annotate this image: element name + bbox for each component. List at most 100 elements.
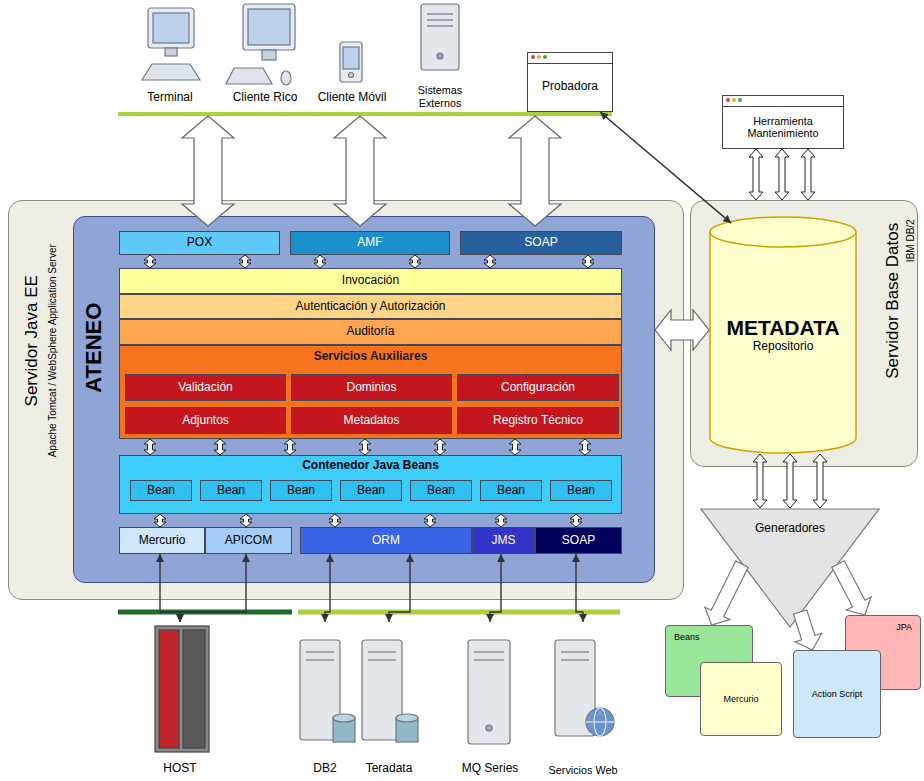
connector [753, 454, 827, 508]
connector-box: ORM [300, 527, 472, 554]
bean-box: Bean [130, 480, 192, 501]
connector [793, 610, 821, 650]
arrow-shape [775, 149, 789, 200]
mq-server-icon [474, 651, 504, 652]
window-dots [738, 98, 742, 102]
external-server-icon [427, 19, 453, 20]
connector-box: APICOM [205, 527, 292, 554]
node-label: Dominios [346, 381, 396, 395]
arrow-shape [570, 514, 582, 527]
rich-client-icon [262, 50, 276, 60]
artifact-piece: Action Script [793, 650, 881, 738]
bus-connector [160, 554, 180, 622]
connector [389, 554, 410, 622]
node-label: Teradata [366, 762, 413, 776]
node-label: METADATA [726, 316, 839, 340]
layer-band: Invocación [119, 268, 622, 294]
protocol-box: POX [119, 231, 280, 255]
client-icon: Terminal [135, 5, 205, 105]
bean-box: Bean [270, 480, 332, 501]
node-label: Apache Tomcat / WebSphere Application Se… [46, 244, 58, 457]
node-label: Probadora [542, 80, 598, 94]
connector [240, 514, 252, 527]
window-dots [732, 98, 736, 102]
framework-panel: ATENEOPOXAMFSOAPInvocaciónAutenticación … [73, 216, 655, 583]
node-label: Mercurio [139, 534, 186, 548]
connector [180, 554, 246, 622]
mq-server-icon [468, 640, 510, 744]
client-block-arrow [182, 116, 561, 226]
window-dots [726, 98, 730, 102]
node-label: SOAP [562, 534, 595, 548]
arrow-shape [144, 255, 156, 268]
backend-icon: MQ Series [455, 622, 525, 776]
protocol-box: SOAP [460, 231, 622, 255]
backend-icon: Teradata [358, 622, 420, 776]
window-dots [543, 55, 547, 59]
web-service-server-icon [561, 651, 589, 652]
connector [484, 255, 594, 268]
connector [160, 554, 180, 622]
node-label: Bean [357, 484, 385, 498]
node-label: Validación [178, 381, 232, 395]
node-label: JPA [896, 622, 912, 632]
protocol-box: AMF [290, 231, 450, 255]
client-block-arrow [334, 116, 386, 226]
mobile-icon [340, 42, 362, 82]
arrow-shape [509, 439, 521, 455]
db2-server-icon [333, 714, 355, 722]
backend-bus [298, 610, 620, 615]
bean-box: Bean [480, 480, 542, 501]
terminal-icon [142, 64, 200, 80]
client-block-arrow [509, 116, 561, 226]
terminal-icon [148, 8, 194, 48]
window-dots [537, 55, 541, 59]
host-icon [155, 626, 209, 752]
node-label: ORM [372, 534, 400, 548]
connector [655, 310, 709, 350]
connector-box: JMS [472, 527, 535, 554]
bus-connector [576, 554, 583, 622]
web-service-server-icon [586, 721, 614, 722]
window-dots [531, 55, 535, 59]
node-label: Generadores [755, 522, 825, 536]
backend-icon: Servicios Web [545, 622, 621, 776]
node-label: ATENEO [81, 302, 106, 392]
terminal-icon [153, 13, 189, 43]
teradata-server-icon [368, 651, 396, 652]
external-server-icon [427, 13, 453, 14]
arrow-shape [655, 310, 709, 350]
rich-client-icon [281, 71, 291, 85]
arrow-shape [314, 255, 326, 268]
arrow-shape [144, 439, 156, 455]
node-label: Bean [147, 484, 175, 498]
node-label: Servidor Base Datos [883, 223, 903, 379]
node-label: Mercurio [723, 694, 758, 704]
node-label: SOAP [524, 236, 557, 250]
connector [570, 514, 582, 527]
teradata-server-icon [362, 640, 418, 742]
repository-cylinder: METADATARepositorio [709, 216, 857, 454]
node-label: Servidor Java EE [21, 275, 41, 406]
node-label: Bean [287, 484, 315, 498]
node-label: DB2 [313, 762, 336, 776]
node-label: Sistemas Externos [405, 84, 475, 109]
node-label: Contenedor Java Beans [302, 459, 439, 473]
node-label: Terminal [147, 91, 192, 105]
window-box: Herramienta Mantenimiento [722, 95, 844, 149]
arrow-shape [484, 255, 496, 268]
connector [749, 149, 815, 200]
node-label: Registro Técnico [493, 414, 583, 428]
connector [600, 112, 731, 223]
node-label: Repositorio [753, 340, 814, 354]
arrow-shape [409, 255, 421, 268]
window-box: Probadora [527, 52, 613, 112]
arrow-shape [749, 149, 763, 200]
host-icon [155, 626, 209, 752]
node-label: IBM DB/2 [904, 219, 916, 262]
db2-server-icon [300, 640, 355, 742]
mq-server-icon [486, 725, 492, 731]
arrow-shape [495, 514, 507, 527]
client-icon: Cliente Rico [222, 5, 308, 105]
